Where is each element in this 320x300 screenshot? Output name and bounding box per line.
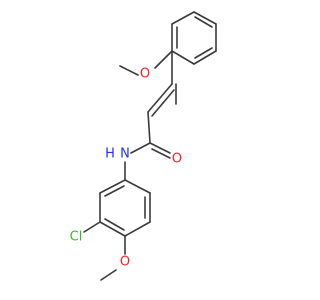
- top-benzene-ring: [171, 11, 217, 65]
- chloro-substituent: [83, 221, 101, 233]
- bond: [124, 179, 151, 194]
- oxygen-atom-label: O: [140, 67, 150, 82]
- vinyl-linker: [147, 50, 177, 144]
- bond-double-inner: [104, 218, 125, 231]
- chemical-structure-diagram: O O N H Cl O: [70, 11, 217, 281]
- bond: [130, 142, 151, 154]
- bottom-methoxy-group: [100, 235, 126, 281]
- hydrogen-atom-label: H: [105, 147, 115, 162]
- bond: [151, 89, 175, 117]
- bottom-benzene-ring: [99, 179, 151, 237]
- bond: [154, 50, 173, 69]
- bond: [147, 83, 173, 113]
- bond: [119, 65, 139, 76]
- bond: [100, 269, 117, 281]
- bond: [147, 111, 151, 144]
- chlorine-atom-label: Cl: [70, 230, 83, 245]
- atom-labels: O O N H Cl O: [70, 67, 182, 270]
- bond: [149, 142, 171, 154]
- bond: [99, 221, 126, 237]
- oxygen-atom-label: O: [120, 255, 130, 270]
- bond-double-inner: [194, 47, 213, 59]
- bond: [171, 50, 195, 65]
- bond: [83, 221, 101, 233]
- bond: [193, 11, 217, 25]
- bond: [99, 179, 126, 194]
- bond: [151, 148, 171, 159]
- bond: [193, 50, 217, 65]
- top-methoxy-group: [119, 50, 173, 76]
- bond-double-inner: [194, 16, 213, 28]
- amide-group: [124, 142, 171, 181]
- oxygen-atom-label: O: [172, 152, 182, 167]
- bond: [124, 221, 151, 237]
- bond: [171, 11, 195, 25]
- structure-canvas: O O N H Cl O: [70, 11, 217, 281]
- nitrogen-atom-label: N: [120, 147, 130, 162]
- bond-double-inner: [104, 185, 125, 197]
